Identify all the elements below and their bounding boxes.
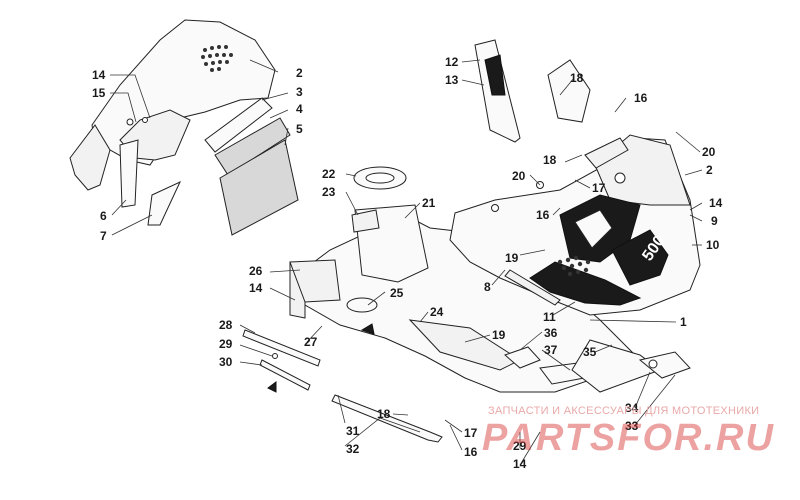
callout-8: 8 <box>484 280 491 294</box>
hood-assembly: 500 <box>449 39 701 379</box>
callout-18: 18 <box>543 153 557 167</box>
callout-20: 20 <box>512 169 526 183</box>
callout-26: 26 <box>249 264 263 278</box>
callout-22: 22 <box>322 167 336 181</box>
callout-19: 19 <box>492 328 506 342</box>
callout-7: 7 <box>100 229 107 243</box>
callout-36: 36 <box>544 326 558 340</box>
callout-14: 14 <box>249 281 263 295</box>
callout-6: 6 <box>100 209 107 223</box>
callout-3: 3 <box>296 85 303 99</box>
callout-27: 27 <box>304 335 318 349</box>
callout-19: 19 <box>505 251 519 265</box>
side-panel-assembly <box>69 19 299 236</box>
callout-23: 23 <box>322 185 336 199</box>
callout-labels: 14 15 2 3 4 5 6 7 22 23 21 26 14 25 24 2… <box>92 55 723 471</box>
callout-11: 11 <box>543 310 556 324</box>
callout-13: 13 <box>445 73 459 87</box>
callout-14: 14 <box>513 457 527 471</box>
callout-12: 12 <box>445 55 459 69</box>
callout-17: 17 <box>592 181 606 195</box>
callout-24: 24 <box>430 305 444 319</box>
callout-37: 37 <box>544 343 558 357</box>
leader-lines <box>110 59 703 466</box>
watermark-brand-logo: PARTSFOR.RU <box>482 417 775 459</box>
callout-4: 4 <box>296 102 303 116</box>
callout-18: 18 <box>377 407 391 421</box>
callout-29: 29 <box>513 439 527 453</box>
callout-20: 20 <box>702 145 716 159</box>
callout-14: 14 <box>92 68 106 82</box>
callout-35: 35 <box>583 345 597 359</box>
callout-32: 32 <box>346 442 360 456</box>
hood-vent-holes <box>557 255 591 277</box>
callout-9: 9 <box>711 214 718 228</box>
callout-1: 1 <box>680 315 687 329</box>
callout-5: 5 <box>296 122 303 136</box>
callout-14: 14 <box>709 196 723 210</box>
callout-15: 15 <box>92 86 106 100</box>
callout-16: 16 <box>536 208 550 222</box>
callout-28: 28 <box>219 318 233 332</box>
callout-17: 17 <box>464 426 478 440</box>
vent-holes <box>201 45 233 72</box>
callout-2: 2 <box>296 66 303 80</box>
callout-10: 10 <box>706 238 720 252</box>
callout-34: 34 <box>625 401 639 415</box>
callout-29: 29 <box>219 337 233 351</box>
callout-18: 18 <box>570 71 584 85</box>
callout-21: 21 <box>422 196 436 210</box>
callout-33: 33 <box>625 419 639 433</box>
site-watermark: ЗАПЧАСТИ И АКСЕССУАРЫ ДЛЯ МОТОТЕХНИКИ PA… <box>482 405 782 465</box>
callout-16: 16 <box>464 445 478 459</box>
callout-2: 2 <box>706 163 713 177</box>
callout-31: 31 <box>346 424 360 438</box>
callout-16: 16 <box>634 91 648 105</box>
callout-25: 25 <box>390 286 404 300</box>
watermark-subtitle: ЗАПЧАСТИ И АКСЕССУАРЫ ДЛЯ МОТОТЕХНИКИ <box>488 405 760 417</box>
callout-30: 30 <box>219 355 233 369</box>
belly-pan-assembly <box>289 166 662 393</box>
